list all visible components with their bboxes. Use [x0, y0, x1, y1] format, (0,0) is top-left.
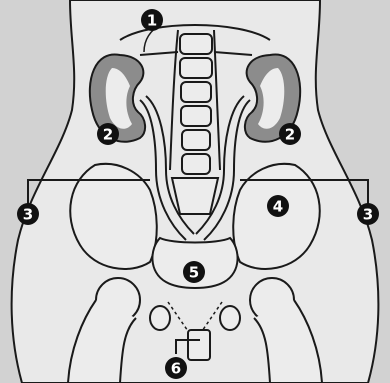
marker-1-label: 1: [147, 12, 157, 30]
marker-6-label: 6: [171, 360, 181, 378]
marker-2-left: 2: [97, 123, 119, 145]
marker-4-label: 4: [273, 198, 283, 216]
marker-1: 1: [141, 9, 163, 31]
marker-6: 6: [165, 357, 187, 379]
marker-5: 5: [183, 261, 205, 283]
urethra: [188, 330, 210, 360]
sacrum: [172, 178, 218, 214]
marker-3-right: 3: [357, 203, 379, 225]
marker-2-left-label: 2: [103, 126, 113, 144]
marker-2-right: 2: [279, 123, 301, 145]
marker-3-left-label: 3: [23, 206, 33, 224]
marker-5-label: 5: [189, 264, 199, 282]
marker-4: 4: [267, 195, 289, 217]
marker-3-right-label: 3: [363, 206, 373, 224]
marker-2-right-label: 2: [285, 126, 295, 144]
marker-3-left: 3: [17, 203, 39, 225]
